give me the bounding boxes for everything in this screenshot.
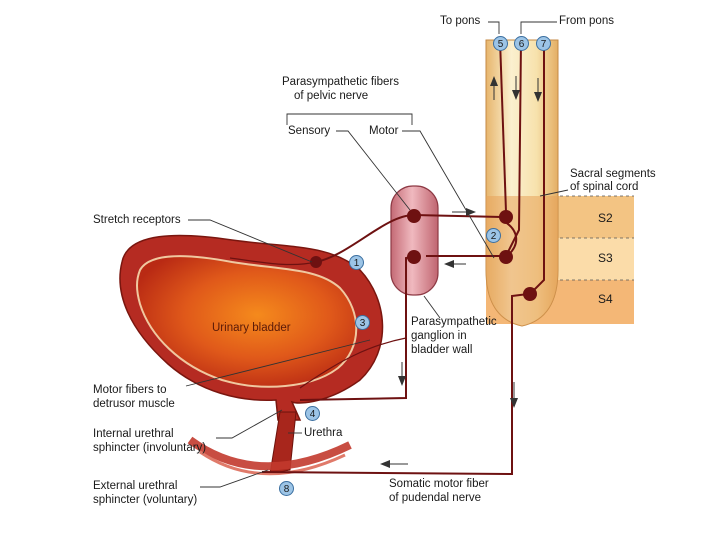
step-badge-6: 6 — [514, 36, 529, 51]
arrow-down-icon — [534, 92, 542, 102]
step-badge-1: 1 — [349, 255, 364, 270]
arrow-left-icon — [380, 460, 390, 468]
step-badge-5: 5 — [493, 36, 508, 51]
label-ganglion-3: bladder wall — [411, 344, 473, 356]
step-badge-4: 4 — [305, 406, 320, 421]
step-badge-3: 3 — [355, 315, 370, 330]
neuron-body — [523, 287, 537, 301]
leader-internal — [216, 409, 283, 439]
label-external-sphincter-2: sphincter (voluntary) — [93, 494, 198, 506]
segment-s2: S2 — [598, 211, 613, 225]
leader-external — [200, 469, 269, 488]
label-ganglion-2: ganglion in — [411, 330, 467, 342]
label-motor: Motor — [369, 125, 399, 137]
leader-sensory — [336, 130, 411, 211]
spinal-cord-shade — [486, 196, 558, 326]
sensory-to-pons — [499, 39, 507, 213]
segment-s4: S4 — [598, 292, 613, 306]
external-sphincter — [187, 436, 352, 471]
segment-s3: S3 — [598, 251, 613, 265]
leader-ganglion — [423, 295, 441, 319]
label-sensory: Sensory — [288, 125, 331, 137]
neuron-body — [407, 250, 421, 264]
arrow-down-icon — [398, 376, 406, 386]
label-motor-fibers-1: Motor fibers to — [93, 384, 167, 396]
neuron-body — [310, 256, 322, 268]
arrow-left-icon — [444, 260, 454, 268]
parasympathetic-ganglion — [390, 185, 439, 296]
label-urinary-bladder: Urinary bladder — [212, 322, 291, 334]
label-to-pons: To pons — [440, 15, 481, 27]
label-parasympathetic-2: of pelvic nerve — [294, 90, 369, 102]
label-sacral-2: of spinal cord — [570, 181, 639, 193]
label-internal-sphincter-2: sphincter (involuntary) — [93, 442, 207, 454]
neuron-body — [407, 209, 421, 223]
label-parasympathetic-1: Parasympathetic fibers — [282, 76, 399, 88]
label-somatic-1: Somatic motor fiber — [389, 478, 489, 490]
label-internal-sphincter-1: Internal urethral — [93, 428, 174, 440]
from-pons-fiber-6 — [506, 39, 522, 255]
leader-stretch — [188, 219, 313, 263]
wall-branch — [229, 257, 317, 266]
leader-bracket — [286, 113, 413, 125]
step-badge-2: 2 — [486, 228, 501, 243]
leader-motor-fibers — [185, 339, 371, 387]
pudendal-fiber — [261, 293, 529, 476]
neuron-body — [499, 210, 513, 224]
arrow-down-icon — [512, 90, 520, 100]
leader-motor — [402, 130, 495, 259]
leader-from-pons — [520, 21, 557, 34]
leader-sacral — [539, 189, 569, 197]
leader-to-pons — [488, 21, 500, 34]
urethra — [269, 411, 297, 475]
label-sacral-1: Sacral segments — [570, 168, 656, 180]
label-somatic-2: of pudendal nerve — [389, 492, 482, 504]
label-stretch-receptors: Stretch receptors — [93, 214, 181, 226]
neuron-body — [499, 250, 513, 264]
external-sphincter-inner — [199, 450, 346, 476]
label-from-pons: From pons — [559, 15, 614, 27]
leader-lines — [185, 21, 569, 488]
label-urethra: Urethra — [304, 427, 343, 439]
arrow-down-icon — [510, 398, 518, 408]
arrows — [380, 76, 542, 468]
label-ganglion-1: Parasympathetic — [411, 316, 497, 328]
step-badge-8: 8 — [279, 481, 294, 496]
wall-branch — [299, 337, 407, 389]
step-badge-7: 7 — [536, 36, 551, 51]
label-external-sphincter-1: External urethral — [93, 480, 178, 492]
label-motor-fibers-2: detrusor muscle — [93, 398, 175, 410]
bladder-lumen — [136, 255, 358, 388]
arrow-up-icon — [490, 76, 498, 86]
